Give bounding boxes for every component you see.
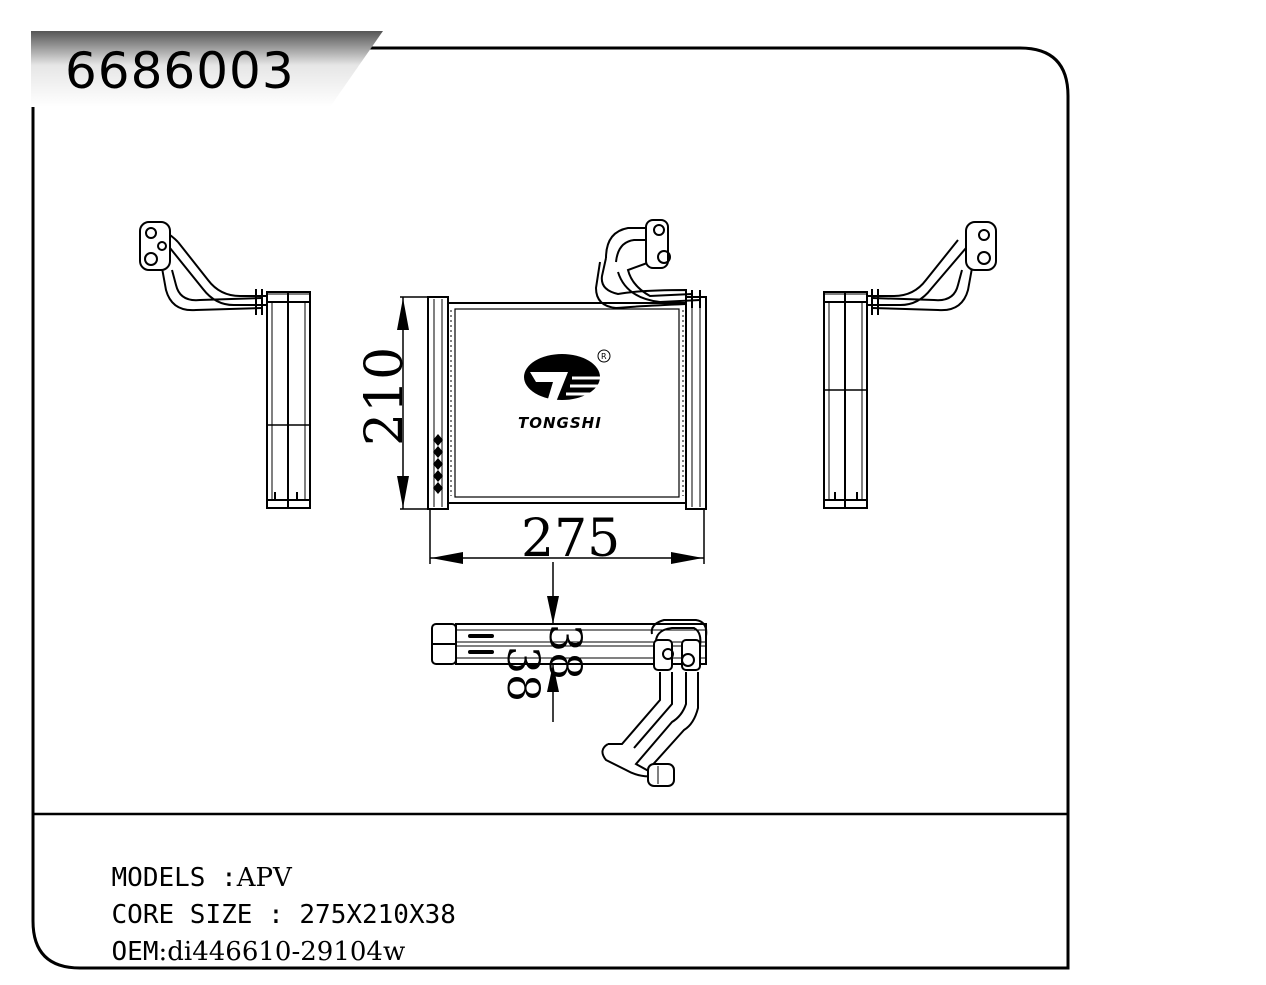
part-number-banner: 6686003 xyxy=(31,31,383,107)
models-label: MODELS xyxy=(111,863,206,893)
depth-dimension-label: 38 xyxy=(539,624,590,680)
brand-name: TONGSHI xyxy=(518,414,602,432)
drawing-frame xyxy=(31,46,1070,970)
right-side-view xyxy=(823,221,997,509)
registered-mark: R xyxy=(601,352,607,361)
width-dimension-label: 275 xyxy=(521,509,620,569)
oem-separator: : xyxy=(158,937,168,967)
spec-core-size: CORE SIZE : 275X210X38 xyxy=(95,870,456,930)
top-view xyxy=(431,619,708,787)
core-size-separator: : xyxy=(252,900,300,930)
left-side-view xyxy=(139,221,311,509)
models-separator: : xyxy=(205,863,237,893)
height-dimension xyxy=(397,296,432,510)
width-dimension xyxy=(429,509,705,564)
models-value: APV xyxy=(236,863,292,893)
oem-label: OEM xyxy=(111,937,159,967)
depth-dimension xyxy=(547,562,559,722)
front-view xyxy=(427,219,707,510)
oem-value: di446610-29104w xyxy=(167,937,406,967)
tongshi-emblem-icon xyxy=(524,354,600,402)
height-dimension-label: 210 xyxy=(355,347,415,446)
core-size-value: 275X210X38 xyxy=(299,900,456,930)
spec-oem: OEM:di446610-29104w xyxy=(95,907,406,967)
registered-mark-icon xyxy=(597,349,611,363)
tongshi-logo: R TONGSHI xyxy=(518,349,611,432)
core-size-label: CORE SIZE xyxy=(111,900,253,930)
depth-dimension-label-mirror: 38 xyxy=(497,646,548,702)
part-number: 6686003 xyxy=(65,42,295,100)
spec-models: MODELS :APV xyxy=(95,833,292,893)
drain-diamonds xyxy=(433,434,443,494)
